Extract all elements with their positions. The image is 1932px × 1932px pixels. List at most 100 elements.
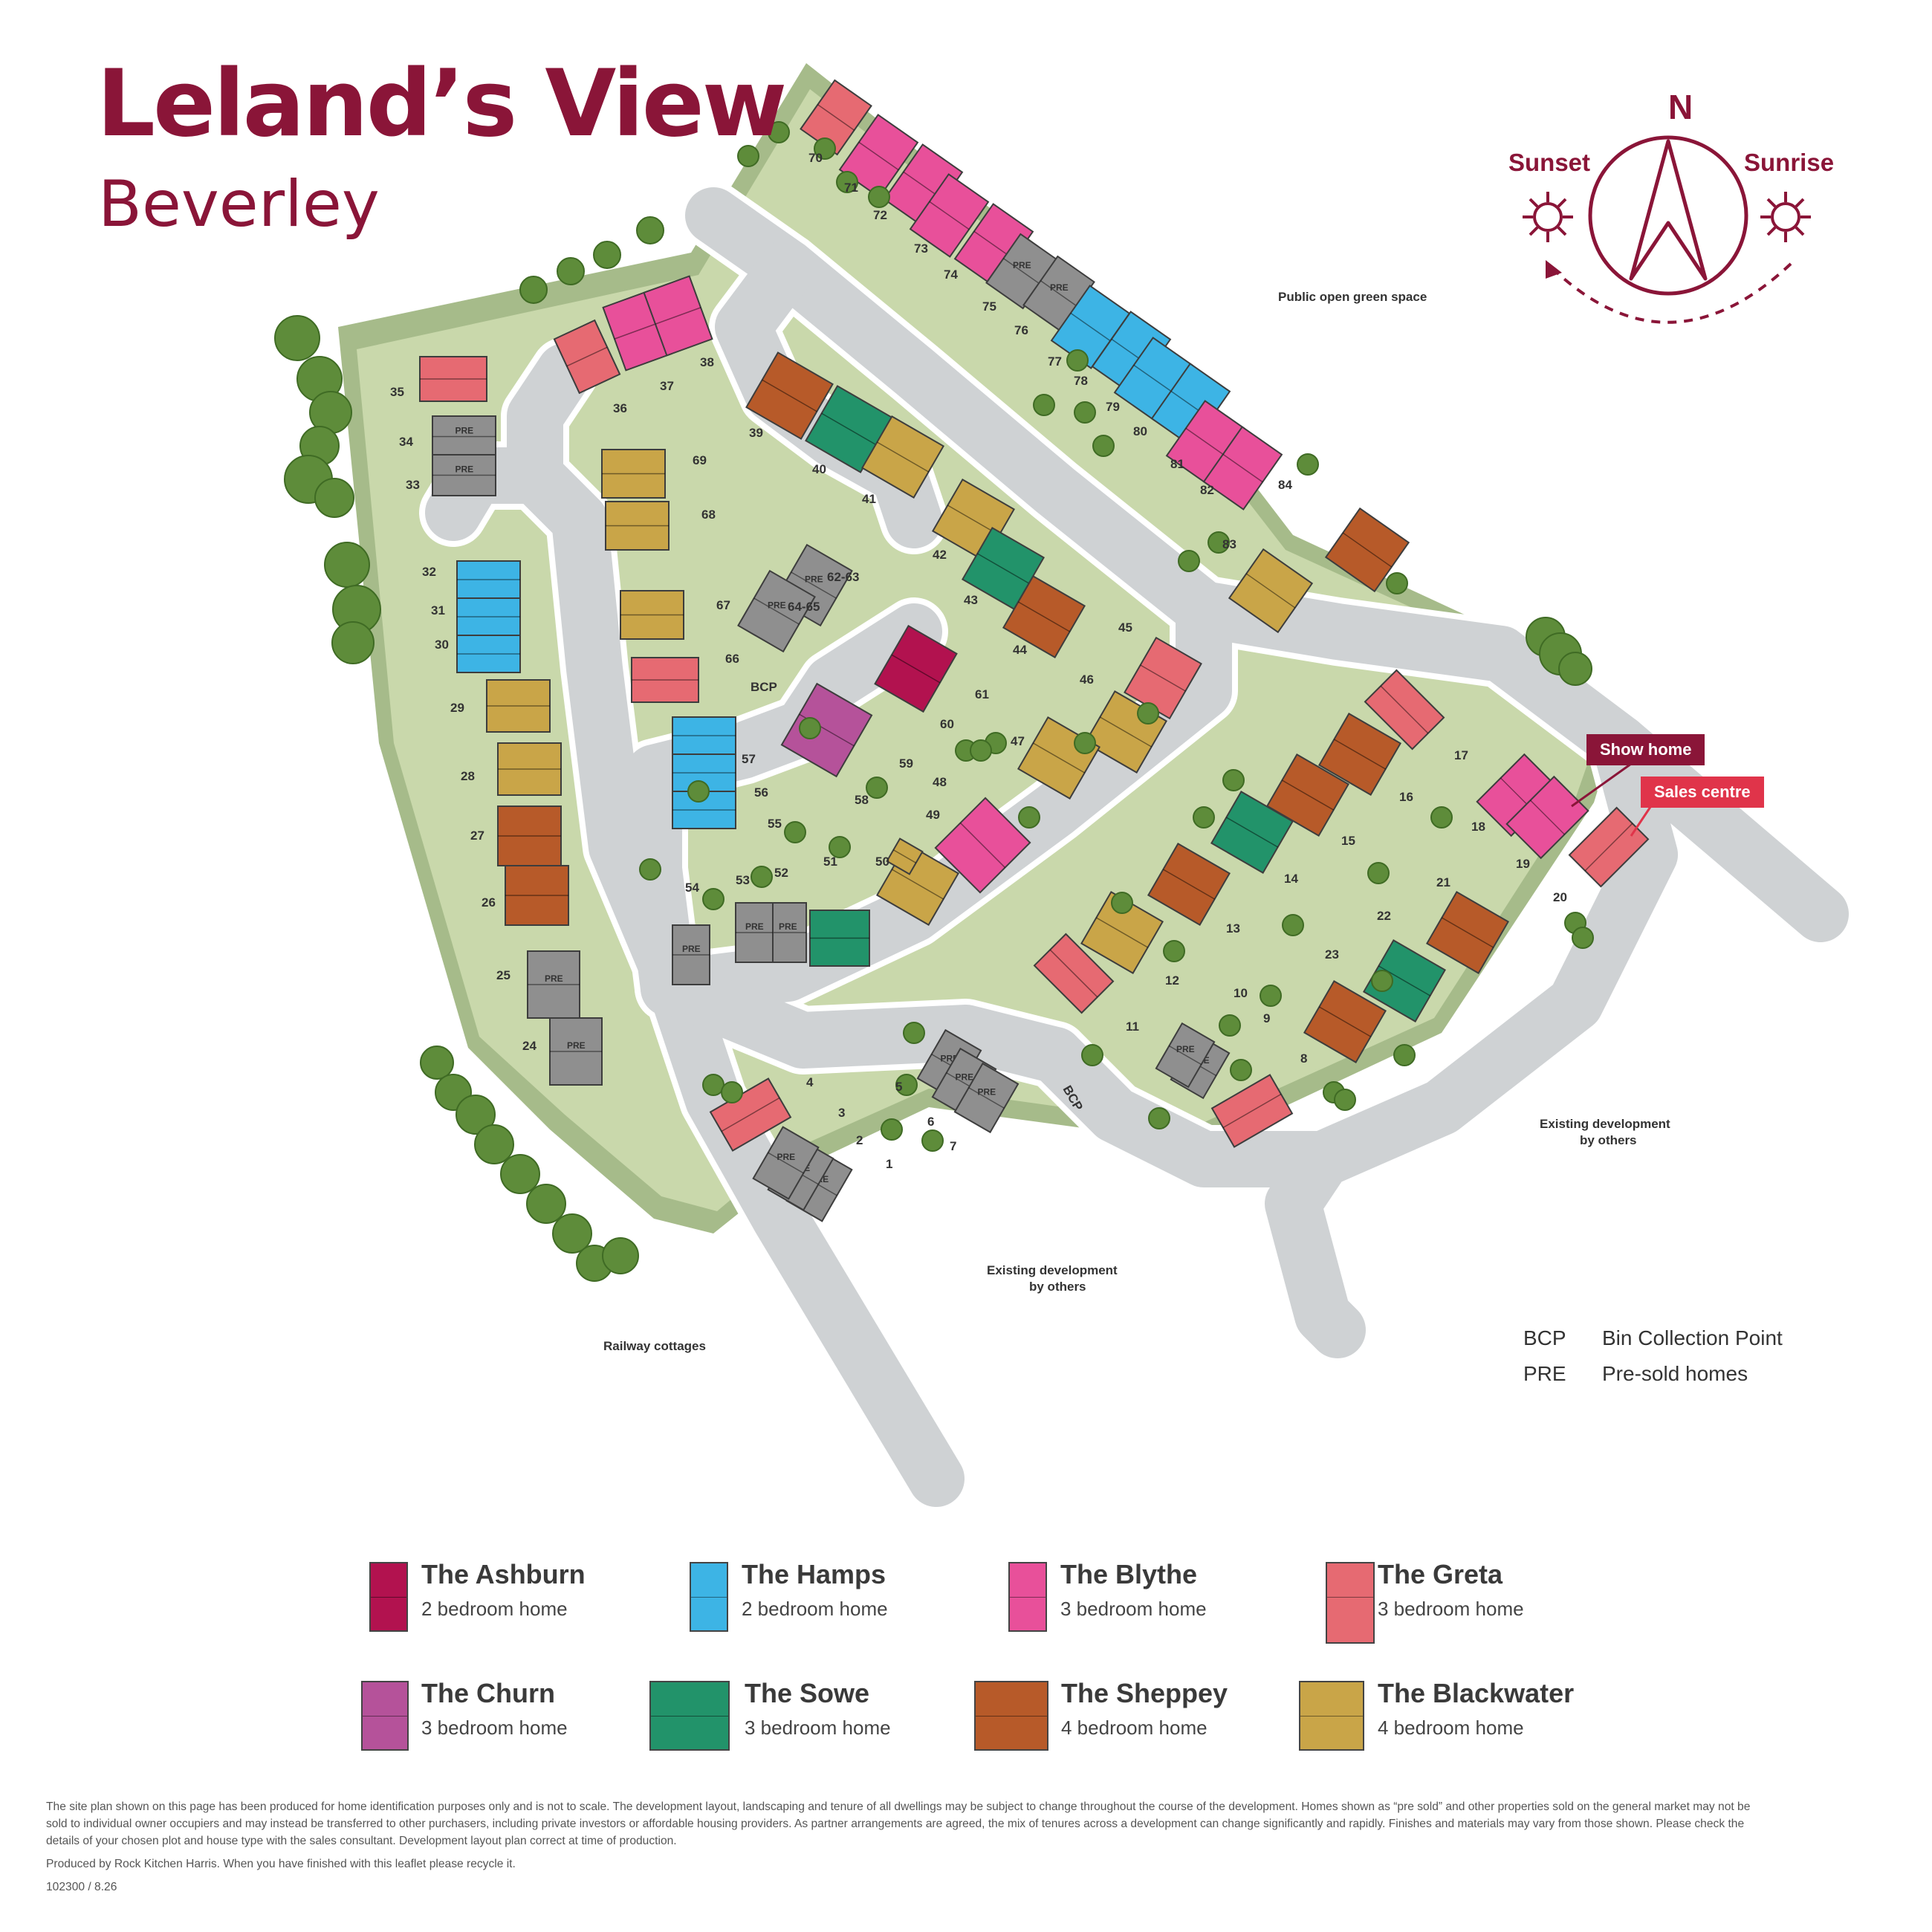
house-plot-28[interactable]	[497, 742, 562, 796]
house-plot-13[interactable]	[1147, 842, 1231, 927]
house-plot-57[interactable]	[672, 716, 736, 755]
house-plot-50[interactable]	[886, 837, 924, 875]
plot-number-11: 11	[1126, 1020, 1139, 1034]
house-type-legend: The Ashburn 2 bedroom home The Hamps 2 b…	[0, 1516, 1932, 1751]
pre-sold-marker: PRE	[779, 921, 797, 932]
house-plot-21[interactable]	[1425, 890, 1510, 975]
page-subtitle: Beverley	[98, 167, 380, 242]
roof-ridge	[1441, 917, 1494, 948]
plot-number-6: 6	[927, 1115, 934, 1129]
railway-cottages-note: Railway cottages	[603, 1339, 706, 1353]
house-plot-71[interactable]	[838, 114, 919, 198]
tree-icon	[1148, 1107, 1170, 1129]
plot-number-45: 45	[1118, 620, 1132, 635]
house-plot-41[interactable]	[860, 415, 945, 499]
house-plot-32[interactable]	[456, 560, 521, 599]
roof-ridge	[1032, 742, 1086, 774]
tree-icon	[903, 1022, 925, 1044]
house-plot-51[interactable]	[809, 910, 870, 967]
plot-number-51: 51	[823, 855, 837, 869]
house-plot-36[interactable]	[553, 319, 621, 395]
house-plot-60[interactable]	[874, 624, 958, 713]
house-plot-54[interactable]	[672, 924, 710, 985]
house-plot-66[interactable]	[631, 657, 699, 703]
tree-icon	[331, 621, 375, 664]
house-plot-11[interactable]	[1033, 933, 1115, 1014]
roof-ridge	[1133, 364, 1174, 394]
pre-sold-marker: PRE	[567, 1040, 586, 1051]
roof-ridge	[1002, 258, 1041, 285]
house-plot-33[interactable]	[432, 454, 496, 496]
house-plot-58[interactable]	[780, 682, 873, 778]
roof-ridge	[721, 1097, 780, 1132]
sunrise-label: Sunrise	[1744, 149, 1834, 176]
house-plot-83[interactable]	[1228, 548, 1314, 634]
house-plot-35[interactable]	[419, 356, 487, 402]
house-plot-19[interactable]	[1505, 775, 1589, 860]
house-plot-73[interactable]	[909, 173, 990, 258]
plot-number-58: 58	[855, 793, 869, 807]
house-plot-34[interactable]	[432, 415, 496, 458]
tree-icon	[1163, 940, 1185, 962]
house-plot-53[interactable]	[735, 902, 774, 963]
house-plot-24[interactable]	[549, 1017, 603, 1086]
pre-sold-marker: PRE	[745, 921, 764, 932]
pre-sold-marker: PRE	[768, 600, 786, 611]
house-plot-82[interactable]	[1202, 426, 1283, 510]
plot-number-49: 49	[926, 808, 940, 822]
house-plot-68[interactable]	[605, 501, 670, 551]
house-plot-44[interactable]	[1002, 574, 1086, 659]
house-plot-23[interactable]	[1303, 979, 1387, 1064]
tree-icon	[737, 145, 759, 167]
roof-ridge	[655, 307, 701, 325]
tree-icon	[721, 1081, 743, 1103]
roof-ridge	[1070, 312, 1111, 342]
tree-icon	[474, 1124, 514, 1164]
plot-number-4: 4	[806, 1075, 814, 1089]
plot-number-69: 69	[693, 453, 707, 467]
plot-number-17: 17	[1454, 748, 1468, 762]
house-plot-15[interactable]	[1265, 753, 1350, 837]
house-plot-3[interactable]	[752, 1126, 820, 1200]
plot-number-32: 32	[422, 565, 436, 579]
house-plot-31[interactable]	[456, 597, 521, 636]
roof-ridge	[768, 1152, 804, 1174]
plot-number-68: 68	[701, 508, 716, 522]
house-plot-84[interactable]	[1324, 507, 1410, 593]
plot-number-53: 53	[736, 873, 750, 887]
house-plot-25[interactable]	[527, 950, 580, 1019]
house-plot-64-65[interactable]	[737, 569, 816, 653]
house-plot-8[interactable]	[1210, 1074, 1294, 1148]
house-plot-27[interactable]	[497, 805, 562, 866]
house-plot-12[interactable]	[1080, 890, 1164, 975]
roof-ridge	[762, 379, 817, 412]
house-plot-16[interactable]	[1317, 712, 1402, 797]
house-plot-26[interactable]	[505, 865, 569, 926]
show-home-pointer	[1571, 762, 1632, 808]
legend-desc: 2 bedroom home	[742, 1598, 888, 1620]
plot-number-47: 47	[1011, 734, 1025, 748]
tree-icon	[557, 257, 585, 285]
house-plot-67[interactable]	[620, 590, 684, 640]
house-plot-39[interactable]	[745, 351, 834, 440]
house-plot-20[interactable]	[1568, 806, 1650, 888]
house-plot-38[interactable]	[643, 275, 713, 357]
house-plot-22[interactable]	[1362, 939, 1447, 1023]
house-plot-30[interactable]	[456, 635, 521, 673]
roof-ridge	[1095, 917, 1149, 948]
house-plot-29[interactable]	[486, 679, 551, 733]
tree-icon	[784, 821, 806, 843]
tree-icon	[1572, 927, 1594, 949]
house-plot-10[interactable]	[1155, 1022, 1216, 1089]
pre-sold-marker: PRE	[456, 426, 474, 436]
house-plot-69[interactable]	[601, 449, 666, 499]
roof-ridge	[753, 597, 800, 625]
house-plot-48[interactable]	[934, 797, 1031, 894]
plot-number-62-63: 62-63	[827, 570, 859, 584]
plot-number-2: 2	[856, 1133, 863, 1147]
plot-number-42: 42	[933, 548, 947, 562]
roof-ridge	[876, 441, 930, 473]
house-plot-7[interactable]	[953, 1062, 1020, 1134]
house-plot-17[interactable]	[1364, 669, 1445, 751]
roof-ridge	[1049, 949, 1098, 998]
